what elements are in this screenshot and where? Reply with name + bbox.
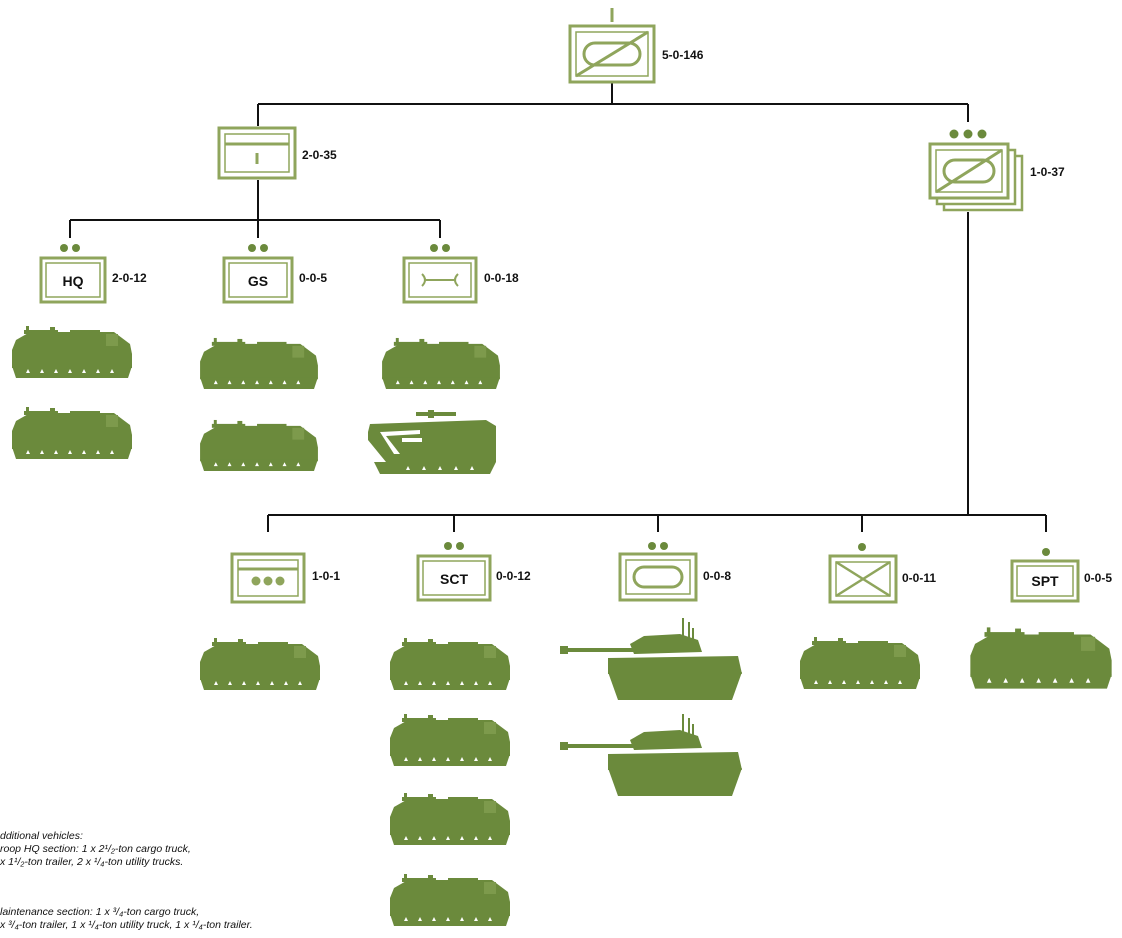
scout-apc-1 — [390, 638, 510, 690]
hq-section-apc-2 — [12, 407, 132, 459]
hq-section-apc-1 — [12, 326, 132, 378]
maint-section-recovery-vehicle — [368, 410, 496, 474]
tank-label: 0-0-8 — [703, 569, 731, 583]
tank-2 — [560, 714, 742, 796]
platoon-hq-icon — [230, 552, 306, 604]
gs-section-label: 0-0-5 — [299, 271, 327, 285]
plt-hq-apc — [200, 638, 320, 690]
hq-troop-label: 2-0-35 — [302, 148, 337, 162]
tank-symbol — [618, 552, 698, 602]
hq-section-echelon-dots — [60, 244, 80, 252]
troop-symbol — [568, 24, 656, 84]
armored-cavalry-icon — [928, 142, 1010, 200]
scout-apc-3 — [390, 793, 510, 845]
infantry-symbol — [828, 554, 898, 604]
infantry-apc — [800, 637, 920, 689]
infantry-icon — [828, 554, 898, 604]
tank-echelon-dots — [648, 542, 668, 550]
platoon-label: 1-0-37 — [1030, 165, 1065, 179]
scout-apc-2 — [390, 714, 510, 766]
support-symbol-text: SPT — [1031, 573, 1059, 589]
infantry-label: 0-0-11 — [902, 571, 936, 585]
scout-symbol: SCT — [416, 554, 492, 602]
gs-section-apc-2 — [200, 419, 318, 472]
plt-hq-symbol — [230, 552, 306, 604]
note-line-3: laintenance section: 1 x ³/₄-ton cargo t… — [0, 906, 200, 918]
support-echelon-dots — [1042, 548, 1050, 556]
maint-section-echelon-dots — [430, 244, 450, 252]
troop-label: 5-0-146 — [662, 48, 704, 62]
armor-icon — [618, 552, 698, 602]
gs-section-echelon-dots — [248, 244, 268, 252]
note-line-2: x 1¹/₂-ton trailer, 2 x ¹/₄-ton utility … — [0, 856, 184, 868]
note-line-1: roop HQ section: 1 x 2¹/₂-ton cargo truc… — [0, 843, 191, 855]
gs-section-apc-1 — [200, 337, 318, 390]
hq-section-label: 2-0-12 — [112, 271, 147, 285]
scout-echelon-dots — [444, 542, 464, 550]
armored-cavalry-icon — [568, 24, 656, 84]
hq-section-symbol: HQ — [39, 256, 107, 304]
support-apc — [970, 627, 1112, 689]
scout-apc-4 — [390, 874, 510, 926]
hq-troop-symbol — [217, 126, 297, 180]
maint-section-symbol — [402, 256, 478, 304]
scout-label: 0-0-12 — [496, 569, 531, 583]
headquarters-icon — [217, 126, 297, 180]
note-heading: dditional vehicles: — [0, 830, 83, 842]
platoon-symbol — [928, 142, 1024, 212]
maintenance-wrench-icon — [421, 273, 459, 287]
gs-section-symbol-text: GS — [248, 273, 268, 289]
additional-vehicles-note: dditional vehicles: roop HQ section: 1 x… — [0, 830, 191, 869]
connector-lines — [69, 82, 1047, 532]
maintenance-vehicles-note: laintenance section: 1 x ³/₄-ton cargo t… — [0, 906, 253, 932]
scout-symbol-text: SCT — [440, 571, 468, 587]
hq-section-symbol-text: HQ — [63, 273, 84, 289]
maint-section-apc — [382, 337, 500, 390]
maint-section-label: 0-0-18 — [484, 271, 519, 285]
infantry-echelon-dots — [858, 543, 866, 551]
support-symbol: SPT — [1010, 559, 1080, 603]
note-line-4: x ³/₄-ton trailer, 1 x ¹/₄-ton utility t… — [0, 919, 253, 931]
gs-section-symbol: GS — [222, 256, 294, 304]
platoon-echelon-dots — [949, 129, 987, 139]
support-label: 0-0-5 — [1084, 571, 1112, 585]
tank-1 — [560, 618, 742, 700]
plt-hq-label: 1-0-1 — [312, 569, 340, 583]
